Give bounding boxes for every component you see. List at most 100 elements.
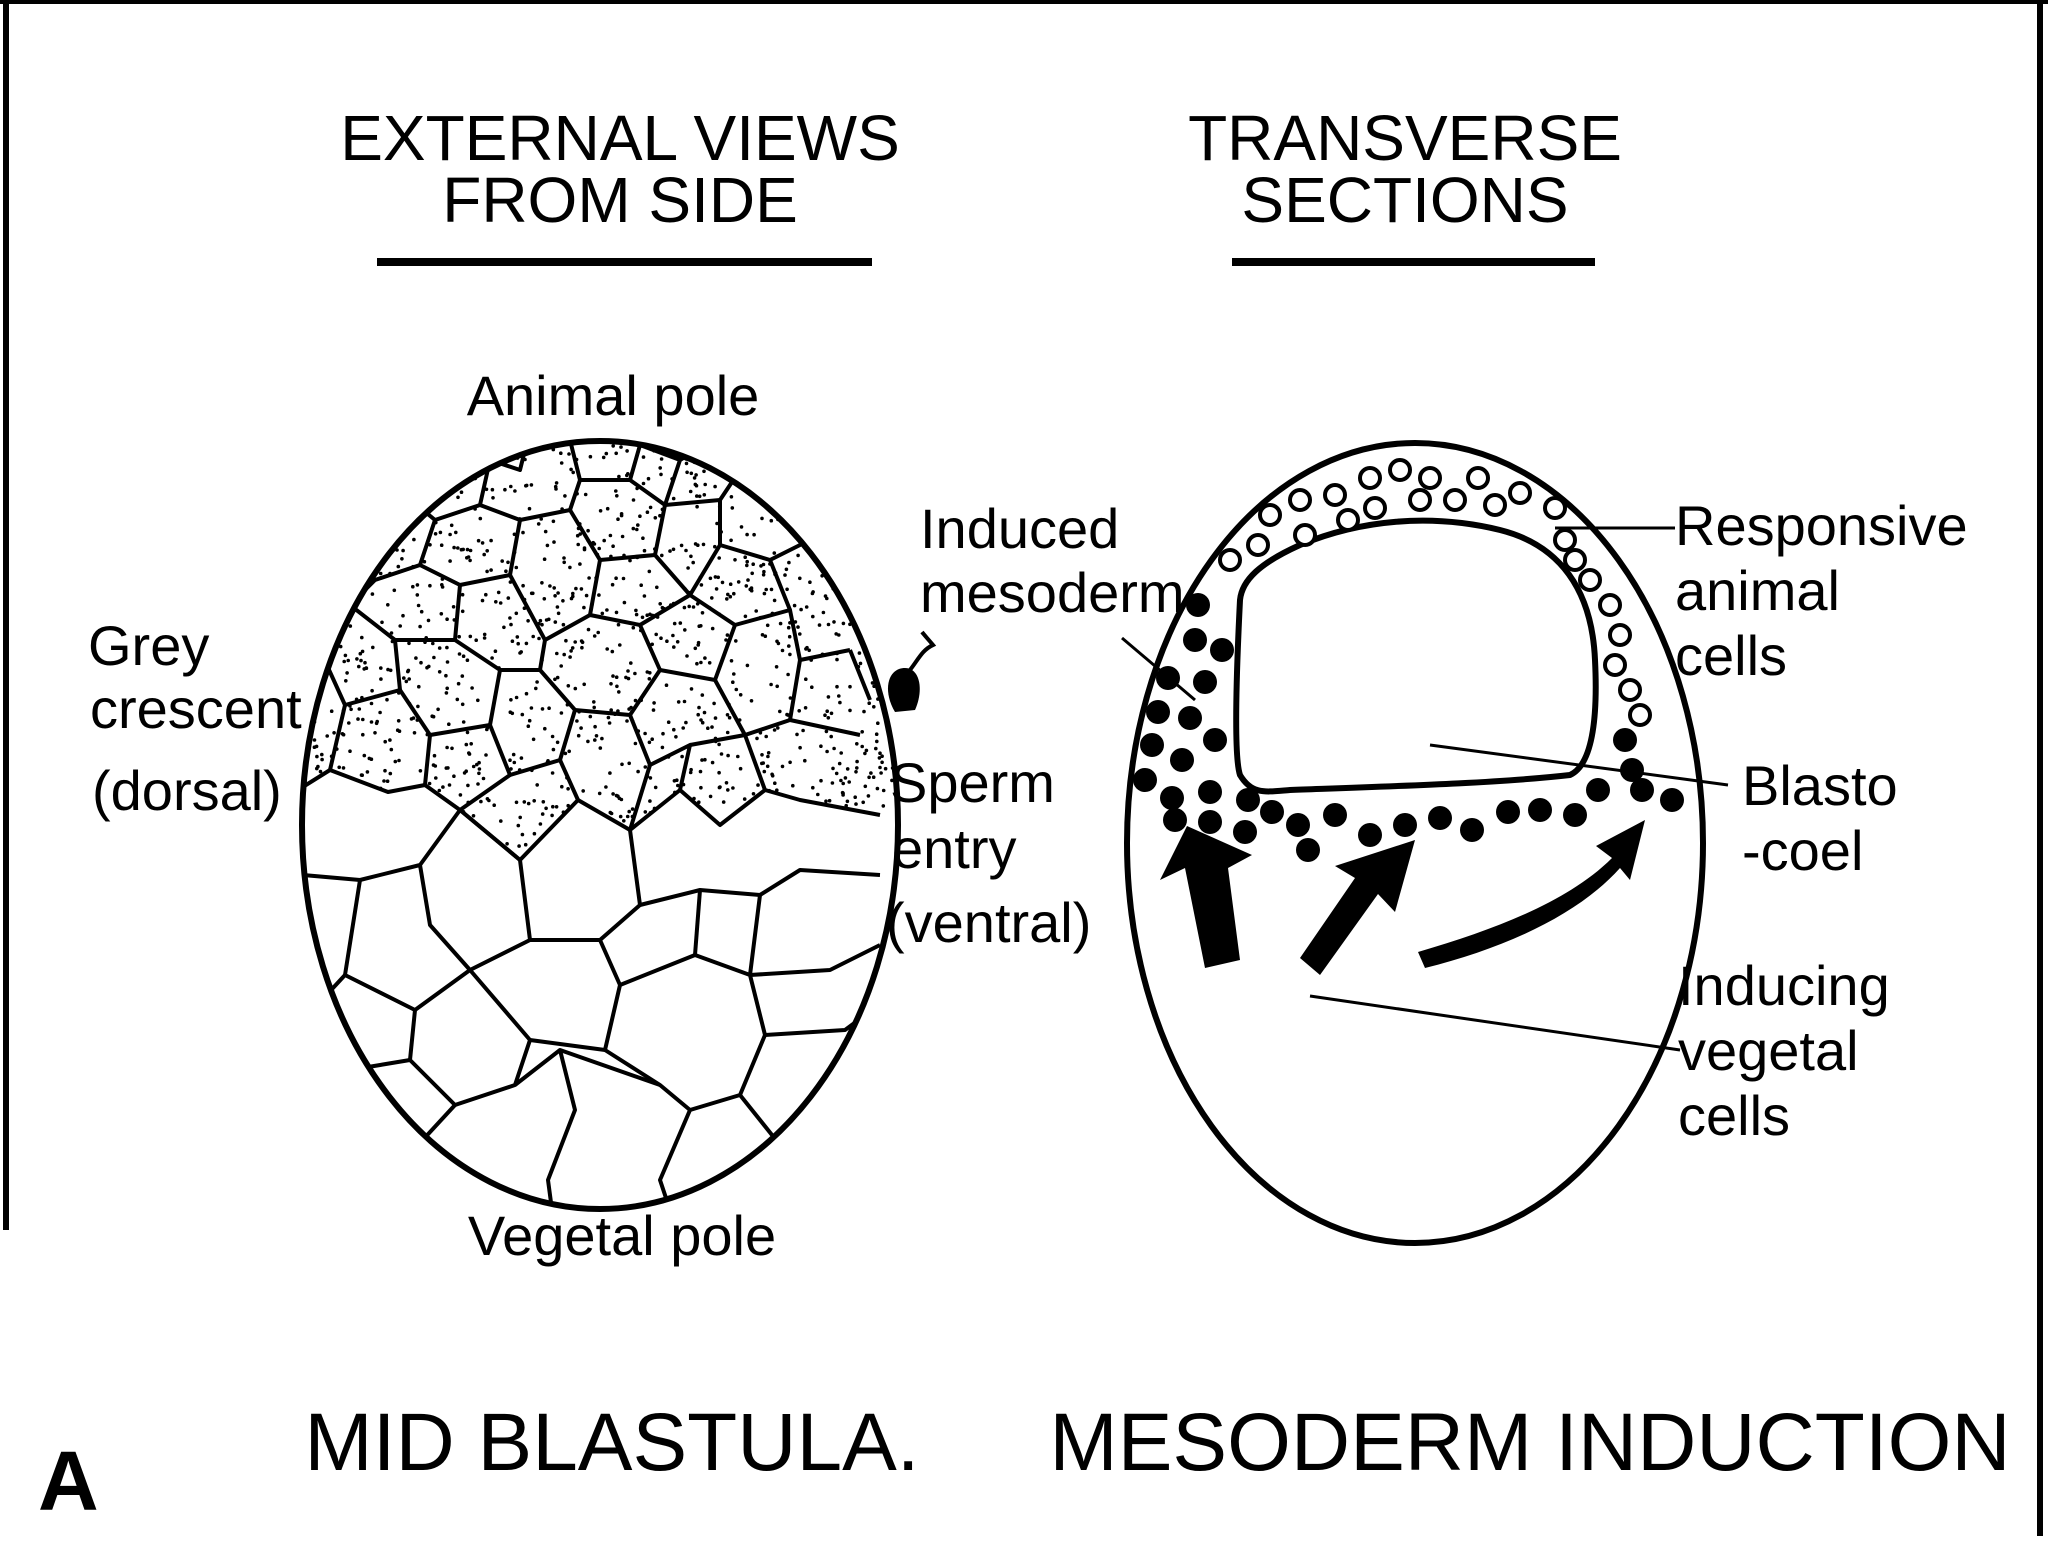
- stipple-dot: [881, 804, 886, 808]
- stipple-dot: [858, 661, 863, 666]
- stipple-dot: [668, 842, 673, 846]
- stipple-dot: [696, 846, 700, 851]
- stipple-dot: [787, 634, 792, 639]
- stipple-dot: [713, 484, 717, 489]
- stipple-dot: [762, 591, 767, 596]
- stipple-dot: [490, 656, 494, 660]
- stipple-dot: [567, 749, 571, 754]
- stipple-dot: [728, 582, 733, 586]
- stipple-dot: [561, 622, 566, 627]
- stipple-dot: [700, 758, 704, 762]
- stipple-dot: [726, 788, 730, 792]
- stipple-dot: [875, 841, 880, 845]
- label-inducing-line2: vegetal: [1678, 1019, 1859, 1082]
- stipple-dot: [636, 834, 641, 838]
- stipple-dot: [700, 611, 705, 615]
- stipple-dot: [479, 799, 483, 804]
- stipple-dot: [867, 832, 871, 837]
- stipple-dot: [551, 519, 556, 524]
- stipple-dot: [620, 762, 624, 767]
- stipple-dot: [463, 835, 468, 840]
- stipple-dot: [713, 544, 717, 549]
- stipple-dot: [550, 734, 555, 739]
- stipple-dot: [676, 445, 680, 449]
- stipple-dot: [760, 516, 764, 521]
- stipple-dot: [774, 454, 779, 458]
- stipple-dot: [597, 845, 601, 849]
- stipple-dot: [401, 797, 405, 802]
- stipple-dot: [870, 642, 875, 647]
- stipple-dot: [827, 857, 832, 860]
- panel-letter: A: [38, 1434, 99, 1528]
- stipple-dot: [633, 698, 638, 703]
- stipple-dot: [315, 766, 319, 771]
- stipple-dot: [688, 770, 693, 775]
- stipple-dot: [311, 648, 315, 652]
- stipple-dot: [614, 610, 619, 615]
- stipple-dot: [867, 823, 871, 828]
- stipple-dot: [876, 441, 880, 444]
- stipple-dot: [510, 711, 515, 716]
- stipple-dot: [312, 738, 317, 742]
- stipple-dot: [693, 646, 698, 651]
- stipple-dot: [373, 475, 377, 479]
- stipple-dot: [811, 785, 815, 790]
- stipple-dot: [728, 594, 733, 599]
- stipple-dot: [765, 764, 770, 769]
- stipple-dot: [396, 815, 400, 819]
- stipple-dot: [695, 661, 699, 666]
- stipple-dot: [755, 736, 759, 741]
- stipple-dot: [821, 610, 826, 615]
- stipple-dot: [864, 572, 868, 577]
- stipple-dot: [518, 651, 522, 655]
- stipple-dot: [366, 526, 371, 530]
- stipple-dot: [482, 632, 487, 637]
- stipple-dot: [412, 537, 416, 542]
- label-blastocoel: Blasto -coel: [1742, 754, 1898, 882]
- stipple-dot: [306, 486, 310, 490]
- caption-mesoderm-induction: MESODERM INDUCTION: [1049, 1397, 2010, 1488]
- stipple-dot: [832, 620, 836, 624]
- stipple-dot: [608, 771, 612, 775]
- stipple-dot: [597, 546, 601, 551]
- stipple-dot: [316, 805, 321, 809]
- stipple-dot: [321, 588, 326, 593]
- stipple-dot: [328, 441, 333, 444]
- stipple-dot: [331, 442, 336, 447]
- stipple-dot: [514, 800, 519, 805]
- stipple-dot: [361, 804, 366, 808]
- stipple-dot: [823, 713, 827, 717]
- stipple-dot: [605, 506, 610, 511]
- stipple-dot: [431, 641, 435, 646]
- stipple-dot: [855, 742, 859, 746]
- stipple-dot: [437, 646, 442, 650]
- stipple-dot: [829, 816, 833, 820]
- stipple-dot: [733, 449, 738, 453]
- stipple-dot: [754, 609, 758, 613]
- stipple-dot: [672, 621, 677, 626]
- stipple-dot: [645, 613, 649, 617]
- stipple-dot: [563, 494, 567, 498]
- stipple-dot: [780, 648, 785, 653]
- stipple-dot: [427, 781, 432, 786]
- stipple-dot: [627, 761, 631, 766]
- stipple-dot: [810, 685, 814, 689]
- stipple-dot: [602, 857, 606, 860]
- stipple-dot: [361, 717, 365, 722]
- stipple-dot: [543, 726, 547, 731]
- stipple-dot: [771, 830, 776, 834]
- stipple-dot: [458, 793, 463, 797]
- stipple-dot: [802, 457, 807, 462]
- stipple-dot: [824, 729, 829, 734]
- label-grey-crescent: Grey crescent (dorsal): [88, 614, 302, 822]
- stipple-dot: [460, 674, 465, 678]
- stipple-dot: [837, 761, 842, 766]
- stipple-dot: [337, 492, 341, 496]
- stipple-dot: [888, 461, 893, 465]
- stipple-dot: [618, 643, 622, 647]
- stipple-dot: [302, 465, 305, 470]
- stipple-dot: [653, 785, 658, 790]
- stipple-dot: [860, 512, 864, 517]
- stipple-dot: [477, 836, 482, 841]
- stipple-dot: [389, 747, 394, 752]
